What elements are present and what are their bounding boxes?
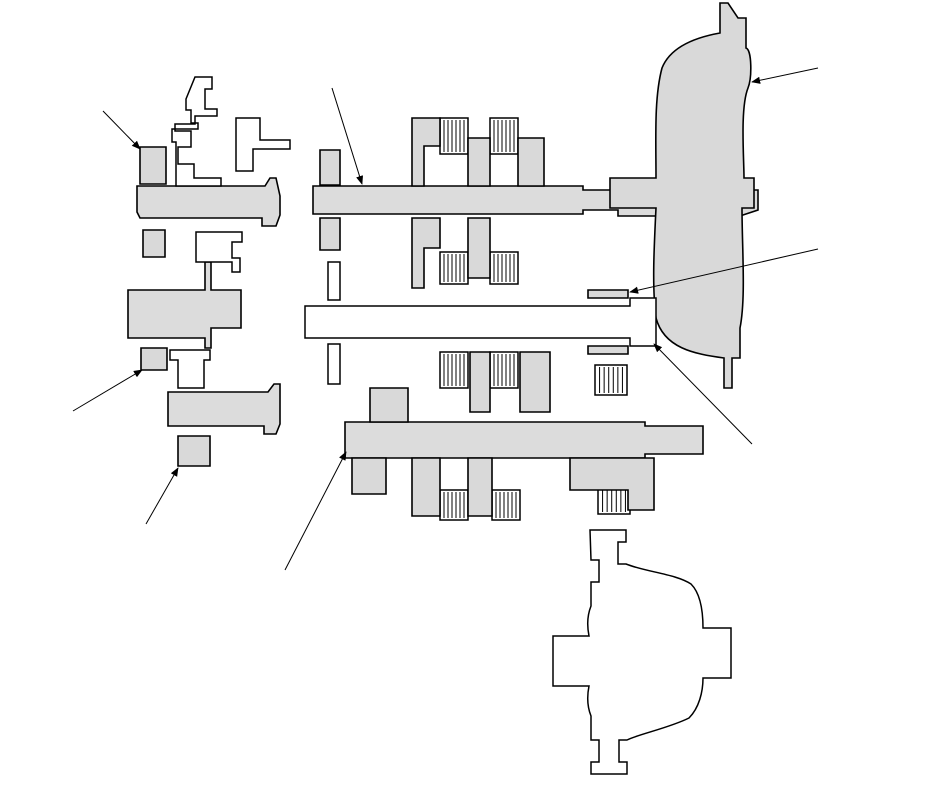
mainshaft-end-gear (319, 149, 341, 186)
secondary-shaft-assembly (344, 387, 704, 521)
callout-leader-8 (284, 451, 347, 571)
clutch-pack-6 (489, 351, 519, 389)
secondary-lower-drum (411, 457, 441, 517)
callout-leader-4 (629, 248, 819, 294)
secondary-mid-drum (467, 457, 493, 517)
mainshaft-mid-drum (467, 137, 491, 187)
mainshaft-lower-drum (411, 217, 441, 289)
left-top-synchro (171, 76, 222, 187)
mainshaft-end-gear-low (319, 217, 341, 251)
secondary-right-housing (569, 457, 655, 511)
left-mid-shaft (127, 261, 242, 349)
countershaft-assembly (304, 261, 657, 413)
secondary-left-gear (351, 457, 387, 495)
secondary-shaft (344, 421, 704, 459)
callout-leader-1 (102, 110, 141, 150)
differential-case (552, 529, 732, 775)
secondary-upper-drum (369, 387, 409, 423)
mainshaft-lower-mid (467, 217, 491, 279)
left-shaft-assembly (127, 76, 291, 467)
left-mid-hub (195, 231, 243, 273)
left-lower-shaft (167, 383, 281, 435)
torque-converter (609, 2, 755, 389)
countershaft-sleeve (587, 289, 629, 299)
countershaft-right-drum (519, 351, 551, 413)
countershaft-drum (469, 351, 491, 413)
mainshaft-right-drum (517, 137, 545, 187)
callout-leader-3 (751, 67, 819, 84)
callout-leader-7 (145, 467, 179, 525)
callout-leaders (72, 67, 819, 571)
left-lower-gear (177, 435, 211, 467)
clutch-pack-2 (489, 117, 519, 155)
left-upper-hub (235, 117, 291, 172)
left-mid-gear-low (140, 347, 168, 371)
callout-leader-5 (653, 343, 753, 445)
callout-leader-6 (72, 369, 143, 412)
countershaft (304, 297, 657, 347)
countershaft-left-gear-low (327, 343, 341, 385)
countershaft-left-gear (327, 261, 341, 301)
left-lower-hub (169, 349, 211, 389)
torque-converter-body (609, 2, 755, 389)
left-upper-shaft (136, 177, 281, 227)
mainshaft-upper-drum (411, 117, 441, 187)
callout-leader-2 (331, 87, 364, 185)
clutch-pack-7 (594, 364, 628, 396)
left-upper-gear (139, 146, 167, 185)
differential-assembly (552, 529, 732, 775)
left-mid-gear (142, 229, 166, 258)
countershaft-sleeve-low (587, 345, 629, 355)
clutch-pack-5 (439, 351, 469, 389)
